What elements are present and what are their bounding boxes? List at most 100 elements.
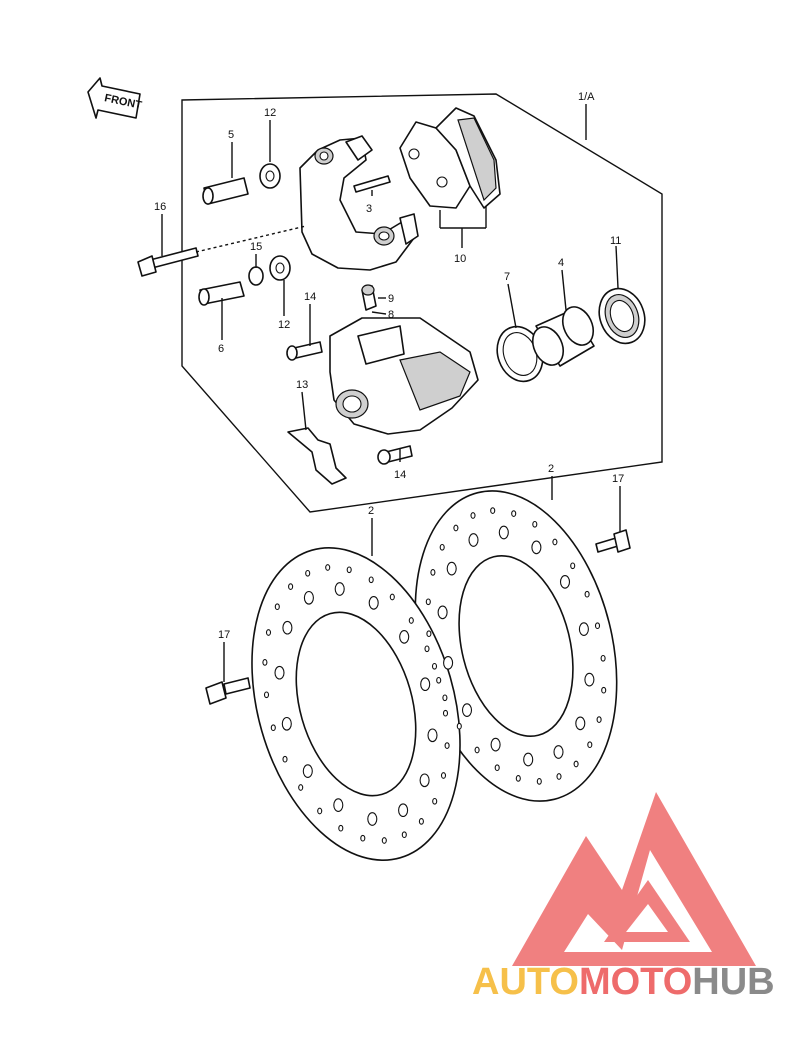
- disc-hole: [338, 824, 344, 832]
- disc-ventilation-holes: [262, 507, 607, 844]
- callout-7: 7: [504, 271, 510, 283]
- disc-hole: [398, 803, 409, 818]
- disc-hole: [317, 807, 323, 815]
- front-arrow: FRONT: [87, 77, 143, 119]
- caliper-bracket: [299, 135, 419, 271]
- leader-lines: [161, 104, 621, 682]
- disc-hole: [498, 525, 509, 540]
- disc-hole: [494, 764, 500, 772]
- disc-hole: [399, 630, 410, 644]
- disc-hole: [282, 620, 293, 635]
- disc-hole: [559, 575, 571, 589]
- callout-14-lower: 14: [394, 469, 406, 481]
- disc-hole: [367, 812, 378, 826]
- pad-spring-clip: [287, 427, 347, 485]
- dust-seal: [598, 287, 646, 345]
- disc-hole: [346, 566, 352, 574]
- disc-hole: [596, 716, 602, 723]
- disc-hole: [368, 596, 379, 610]
- disc-hole: [360, 834, 366, 842]
- disc-hole: [536, 778, 542, 785]
- disc-hole: [453, 524, 459, 532]
- mounting-bolt-long: [137, 225, 307, 277]
- callout-17-right: 17: [612, 473, 624, 485]
- callout-4: 4: [558, 257, 564, 269]
- callout-13: 13: [296, 379, 308, 391]
- disc-hole: [270, 724, 276, 732]
- disc-hole: [282, 755, 288, 763]
- disc-hole: [302, 764, 313, 778]
- disc-hole: [600, 654, 606, 662]
- disc-bolt-left: [205, 677, 251, 705]
- watermark-text-hub: HUB: [692, 961, 774, 1003]
- disc-hole: [490, 737, 501, 752]
- disc-hole: [274, 603, 280, 611]
- disc-hole: [303, 590, 314, 605]
- callout-11: 11: [610, 235, 621, 247]
- callout-2-left: 2: [368, 505, 374, 517]
- brake-disc-left: [251, 547, 461, 861]
- disc-bolt-right: [595, 529, 631, 553]
- disc-hole: [431, 662, 438, 670]
- disc-hole: [443, 656, 454, 670]
- disc-hole: [281, 716, 292, 731]
- disc-hole: [523, 752, 534, 767]
- disc-hole: [461, 703, 473, 717]
- disc-hole: [468, 533, 479, 547]
- watermark-text-auto: AUTO: [472, 961, 579, 1003]
- disc-hole: [263, 691, 270, 699]
- disc-hole: [584, 590, 590, 598]
- watermark-triangle-hole: [626, 904, 668, 932]
- disc-hole: [437, 605, 448, 620]
- disc-hole: [594, 622, 601, 630]
- disc-hole: [262, 659, 268, 666]
- callout-15: 15: [250, 241, 262, 253]
- disc-hole: [442, 709, 449, 717]
- disc-hole: [439, 543, 445, 551]
- caliper-assembly-outline: [181, 93, 663, 513]
- dust-boot-upper: [259, 163, 281, 189]
- caliper-body: [329, 317, 479, 435]
- disc-hole: [274, 665, 285, 680]
- disc-hole: [427, 728, 438, 743]
- disc-hole: [333, 798, 344, 812]
- callout-3: 3: [366, 203, 372, 215]
- disc-hole: [556, 773, 562, 780]
- disc-hole: [573, 760, 579, 768]
- disc-hole: [444, 742, 450, 749]
- disc-hole: [334, 582, 345, 596]
- callout-14-upper: 14: [304, 291, 316, 303]
- washer: [248, 266, 264, 286]
- callout-1a: 1/A: [578, 91, 595, 103]
- disc-hole: [418, 818, 424, 825]
- pad-pin: [353, 175, 391, 193]
- disc-hole: [420, 677, 431, 692]
- disc-hole: [587, 741, 593, 749]
- disc-hole: [511, 510, 517, 517]
- disc-hole: [490, 507, 496, 514]
- disc-hole: [389, 593, 395, 601]
- disc-hole: [432, 797, 438, 805]
- disc-hole: [470, 512, 476, 519]
- disc-hole: [305, 569, 311, 577]
- watermark-text: AUTOMOTOHUB: [472, 961, 775, 1003]
- disc-hole: [426, 630, 432, 638]
- callout-2-right: 2: [548, 463, 554, 475]
- disc-hole: [515, 775, 521, 782]
- disc-hole: [532, 520, 538, 528]
- piston: [531, 306, 595, 367]
- callout-5: 5: [228, 129, 234, 141]
- caliper-bolt-lower: [377, 445, 413, 465]
- disc-hole: [430, 569, 436, 576]
- disc-hole: [442, 694, 448, 702]
- callout-16: 16: [154, 201, 166, 213]
- brake-disc-right: [414, 490, 618, 802]
- disc-hole: [424, 645, 430, 653]
- disc-hole: [440, 772, 447, 779]
- disc-hole: [531, 540, 542, 555]
- slide-pin-lower: [198, 281, 245, 306]
- disc-hole: [425, 598, 431, 606]
- disc-hole: [436, 676, 442, 684]
- callout-9: 9: [388, 293, 394, 305]
